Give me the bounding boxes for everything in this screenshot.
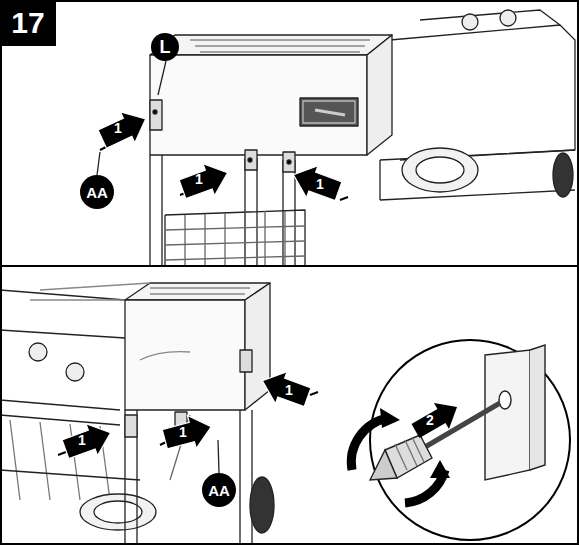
callout-number: 1 <box>285 383 293 397</box>
hardware-callout: AA <box>80 175 114 209</box>
callout-number: 1 <box>316 177 324 191</box>
callout-text: AA <box>86 185 108 200</box>
callout-number: 1 <box>78 433 86 447</box>
callout-number: 1 <box>179 425 187 439</box>
callout-text: 17 <box>11 8 44 38</box>
step-number-box: 17 <box>0 0 56 46</box>
hardware-callout: AA <box>202 473 236 507</box>
callout-number: 1 <box>114 121 122 135</box>
callout-text: L <box>160 38 171 56</box>
callout-text: AA <box>208 483 230 498</box>
callout-number: 2 <box>426 413 434 427</box>
part-callout: L <box>151 33 179 61</box>
callout-number: 1 <box>195 172 203 186</box>
